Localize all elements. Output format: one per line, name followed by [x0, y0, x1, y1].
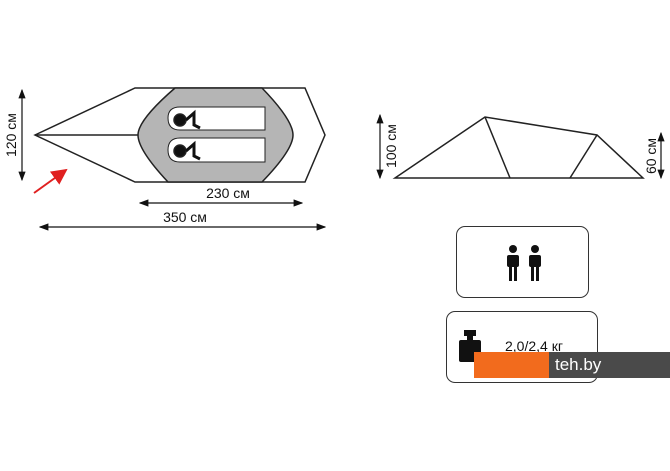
weight-label: 2,0/2,4 кг — [505, 338, 563, 354]
capacity-box — [456, 226, 589, 298]
watermark-text: teh.by — [549, 352, 670, 378]
dimension-lines — [18, 88, 665, 231]
height-label: 100 см — [383, 124, 399, 168]
side-view — [392, 116, 645, 179]
entrance-arrow-icon — [33, 168, 68, 194]
outer-length-label: 350 см — [163, 209, 207, 225]
person-head-icon — [173, 113, 187, 127]
inner-length-label: 230 см — [206, 185, 250, 201]
top-view — [33, 87, 326, 183]
two-persons-icon — [507, 245, 541, 281]
rear-height-label: 60 см — [643, 138, 659, 174]
inner-tent — [137, 87, 294, 183]
width-label: 120 см — [3, 113, 19, 157]
watermark: teh.by — [474, 352, 670, 378]
person-head-icon — [173, 144, 187, 158]
